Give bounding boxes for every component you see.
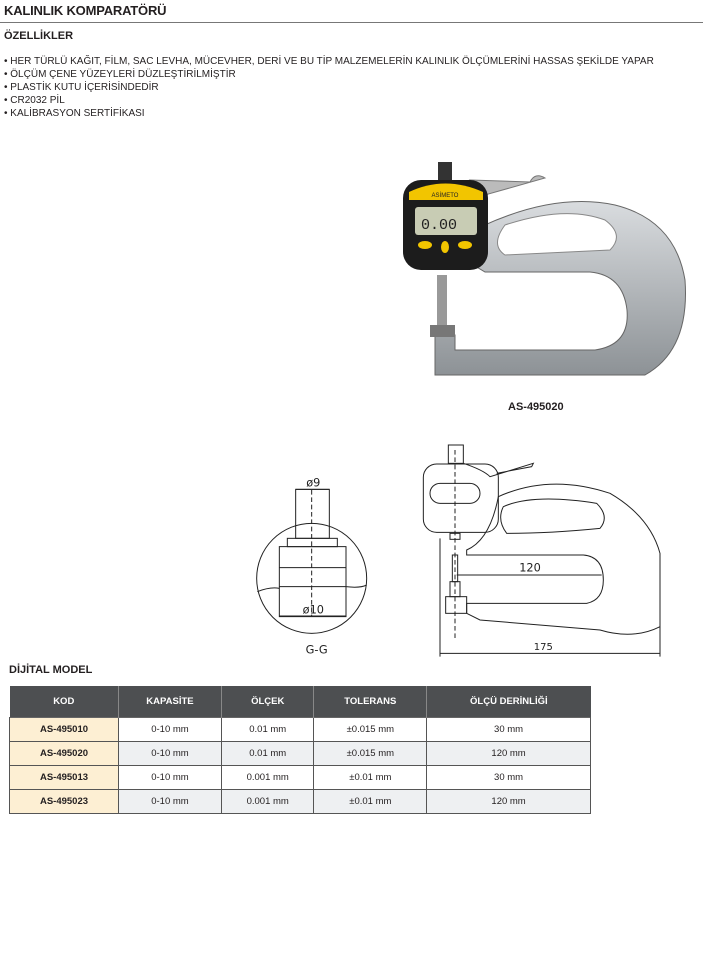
cell: 0-10 mm xyxy=(118,789,222,814)
technical-drawing: ø9 ø10 G-G 120 175 xyxy=(256,444,661,657)
table-row: AS-495013 0-10 mm 0.001 mm ±0.01 mm 30 m… xyxy=(9,765,591,790)
features-heading: ÖZELLİKLER xyxy=(4,30,74,42)
section-label: G-G xyxy=(306,642,328,656)
cell: ±0.01 mm xyxy=(313,789,428,814)
feature-item: • KALİBRASYON SERTİFİKASI xyxy=(4,108,145,119)
cell: 30 mm xyxy=(426,765,591,790)
dim-length: 175 xyxy=(534,642,553,653)
cell: 120 mm xyxy=(426,789,591,814)
cell-code: AS-495013 xyxy=(9,765,119,790)
display-readout: 0.00 xyxy=(421,217,457,234)
table-heading: DİJİTAL MODEL xyxy=(9,664,93,676)
table-row: AS-495023 0-10 mm 0.001 mm ±0.01 mm 120 … xyxy=(9,789,591,814)
table-row: AS-495010 0-10 mm 0.01 mm ±0.015 mm 30 m… xyxy=(9,717,591,742)
cell-code: AS-495010 xyxy=(9,717,119,742)
col-header: KAPASİTE xyxy=(118,686,222,718)
col-header: ÖLÇÜ DERİNLİĞİ xyxy=(426,686,591,718)
table-row: AS-495020 0-10 mm 0.01 mm ±0.015 mm 120 … xyxy=(9,741,591,766)
feature-item: • PLASTİK KUTU İÇERİSİNDEDİR xyxy=(4,82,159,93)
model-table: KOD KAPASİTE ÖLÇEK TOLERANS ÖLÇÜ DERİNLİ… xyxy=(9,686,591,814)
cell: 0-10 mm xyxy=(118,765,222,790)
cell: 30 mm xyxy=(426,717,591,742)
dim-depth: 120 xyxy=(519,561,541,575)
cell: 0-10 mm xyxy=(118,717,222,742)
cell-code: AS-495023 xyxy=(9,789,119,814)
col-header: KOD xyxy=(9,686,119,718)
cell: 0.01 mm xyxy=(220,741,315,766)
brand-logo: ASİMETO xyxy=(432,192,459,199)
product-caption: AS-495020 xyxy=(508,401,564,413)
feature-item: • HER TÜRLÜ KAĞIT, FİLM, SAC LEVHA, MÜCE… xyxy=(4,56,654,67)
table-header-row: KOD KAPASİTE ÖLÇEK TOLERANS ÖLÇÜ DERİNLİ… xyxy=(9,686,591,718)
cell: ±0.015 mm xyxy=(313,741,428,766)
title-divider xyxy=(0,22,703,23)
feature-item: • ÖLÇÜM ÇENE YÜZEYLERİ DÜZLEŞTİRİLMİŞTİR xyxy=(4,69,236,80)
page-title: KALINLIK KOMPARATÖRÜ xyxy=(4,3,167,18)
cell: 0.001 mm xyxy=(220,789,315,814)
col-header: TOLERANS xyxy=(313,686,427,718)
features-list: • HER TÜRLÜ KAĞIT, FİLM, SAC LEVHA, MÜCE… xyxy=(4,55,654,120)
cell: 0-10 mm xyxy=(118,741,222,766)
cell: 0.001 mm xyxy=(220,765,315,790)
cell: 120 mm xyxy=(426,741,591,766)
dim-d10: ø10 xyxy=(303,602,324,616)
cell: ±0.01 mm xyxy=(313,765,428,790)
cell: ±0.015 mm xyxy=(313,717,428,742)
dim-d9: ø9 xyxy=(306,476,320,490)
cell: 0.01 mm xyxy=(220,717,315,742)
col-header: ÖLÇEK xyxy=(220,686,314,718)
feature-item: • CR2032 PİL xyxy=(4,95,65,106)
cell-code: AS-495020 xyxy=(9,741,119,766)
product-image: ASİMETO 0.00 xyxy=(403,162,686,376)
